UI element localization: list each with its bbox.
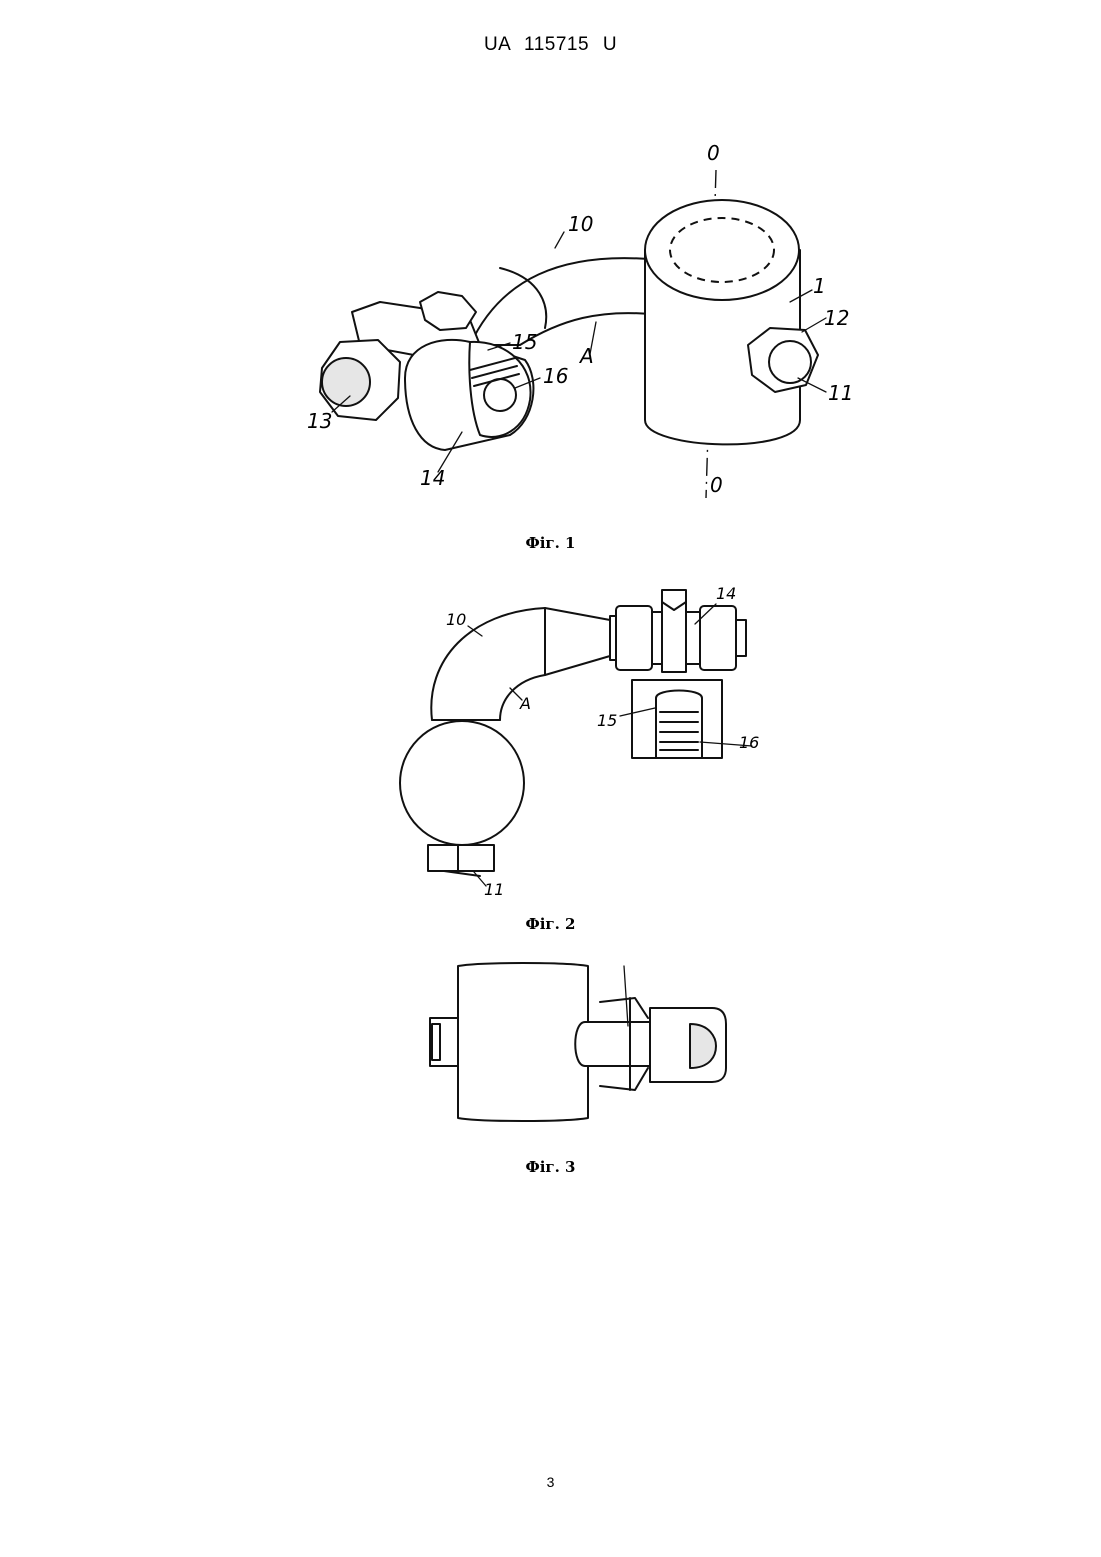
label-15: 15 [597,713,617,729]
figure-2-drawing [0,580,1101,900]
figure-3-caption: Фіг. 3 [0,1158,1101,1176]
label-axis-top: 0 [707,143,720,163]
label-15: 15 [512,332,537,352]
label-axis-bottom: 0 [710,475,723,495]
label-10: 10 [446,612,466,628]
figure-1-drawing [0,130,1101,510]
figure-3-drawing [0,958,1101,1128]
figure-2: 10 14 A 15 16 11 [0,580,1101,900]
label-13: 13 [307,411,332,431]
label-14: 14 [716,586,736,602]
figure-1-caption: Фіг. 1 [0,534,1101,552]
label-11: 11 [484,882,504,898]
figure-3 [0,958,1101,1128]
label-16: 16 [543,366,568,386]
label-11: 11 [828,383,853,403]
label-14: 14 [420,468,445,488]
figure-1: 0 0 10 1 12 11 15 16 A 13 14 [0,130,1101,510]
patent-number-header: UA 115715 U [0,34,1101,56]
label-12: 12 [824,308,849,328]
label-16: 16 [739,735,759,751]
label-A: A [520,696,531,712]
page-number: 3 [0,1474,1101,1490]
label-10: 10 [568,214,593,234]
label-A: A [580,346,594,366]
figure-2-caption: Фіг. 2 [0,915,1101,933]
label-1: 1 [813,276,826,296]
